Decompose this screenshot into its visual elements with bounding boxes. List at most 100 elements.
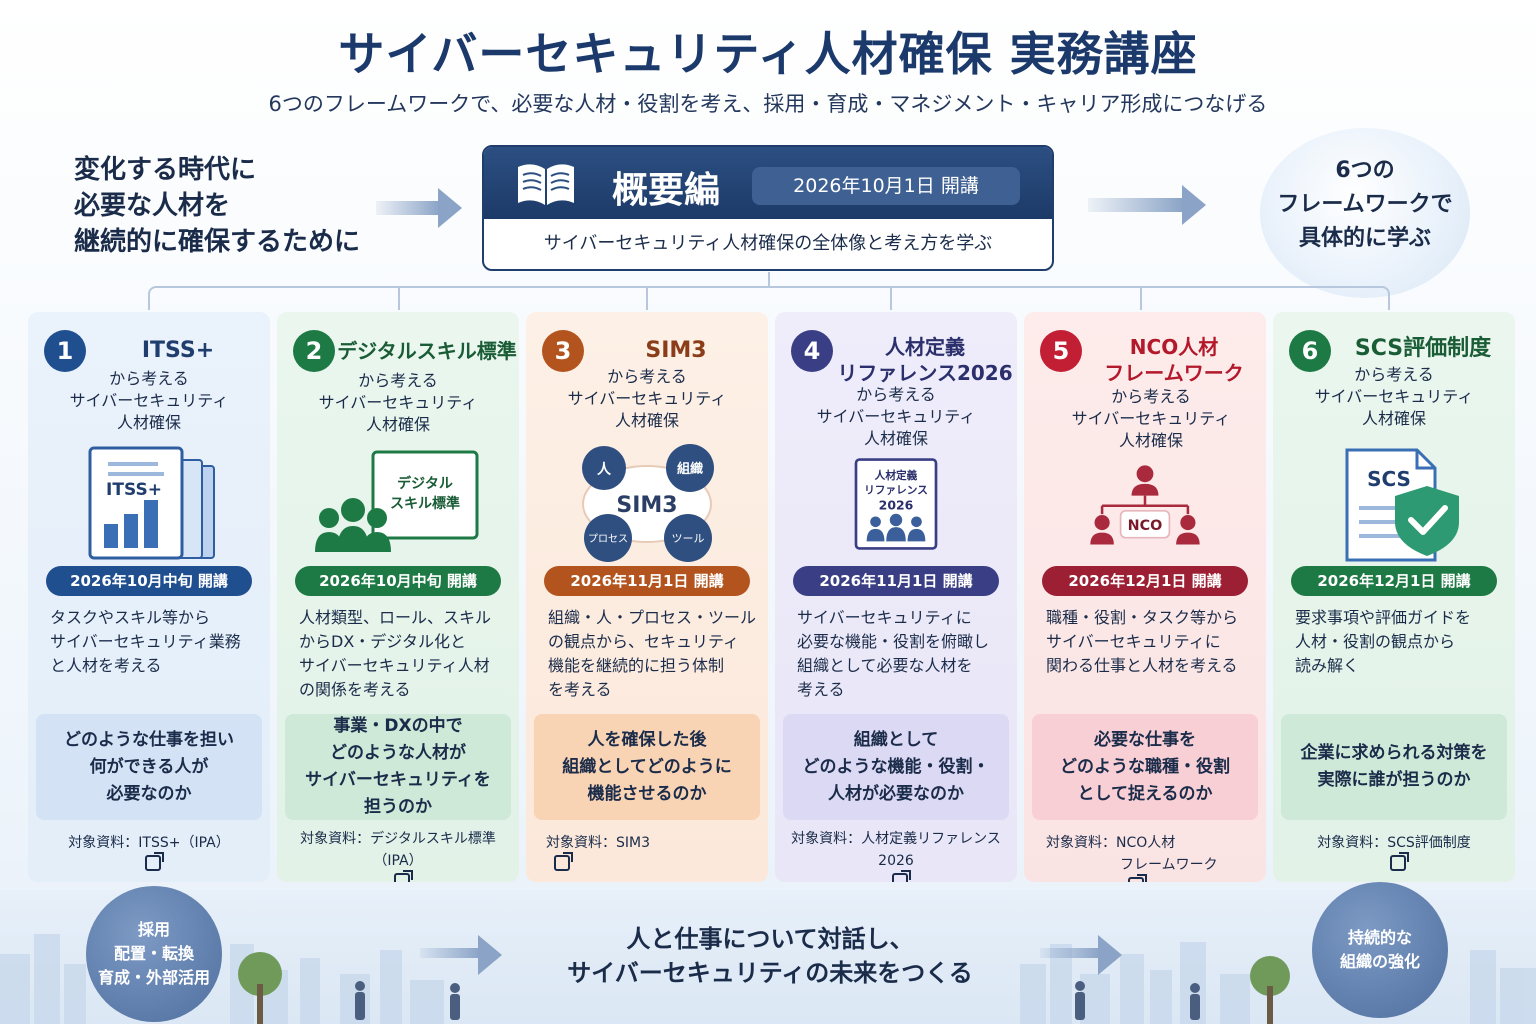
course-card-itss[interactable]: 1 ITSS+ から考える サイバーセキュリティ 人材確保 ITSS+ 2026… [28,312,270,882]
description-line: 要求事項や評価ガイドを [1295,608,1472,627]
external-link-icon[interactable] [892,870,911,882]
question-line: サイバーセキュリティを [305,770,491,790]
key-question: 事業・DXの中で どのような人材が サイバーセキュリティを 担うのか [285,714,511,820]
illustration-label: ツール [672,532,705,545]
connector-stem [768,272,770,288]
arrow-right-icon [1040,935,1122,975]
description-line: の観点から、セキュリティ [548,632,740,651]
connector-tick [398,286,400,310]
card-subtitle: から考える サイバーセキュリティ 人材確保 [775,384,1017,450]
card-title-line: 人材定義 [885,335,965,359]
key-question: 人を確保した後 組織としてどのように 機能させるのか [534,714,760,820]
description-line: からDX・デジタル化と [299,632,466,651]
circle-line: 配置・転換 [113,944,194,963]
sim3-diagram-icon: SIM3 人 組織 プロセス ツール [582,444,714,562]
external-link-icon[interactable] [1128,874,1147,882]
page-title: サイバーセキュリティ人材確保 実務講座 [338,27,1198,81]
connector-tick [1140,286,1142,310]
overview-box[interactable]: 概要編 2026年10月1日 開講 サイバーセキュリティ人材確保の全体像と考え方… [482,145,1054,271]
card-subtitle-line: から考える [856,385,936,404]
description-line: タスクやスキル等から [50,608,211,627]
illustration-label: リファレンス [864,483,928,496]
arrow-right-icon [420,935,502,975]
card-subtitle: から考える サイバーセキュリティ 人材確保 [526,366,768,432]
card-subtitle-line: 人材確保 [1118,431,1183,450]
source-link[interactable]: 対象資料：ITSS+（IPA） [28,832,270,876]
card-subtitle-line: から考える [109,369,189,388]
question-line: 必要な仕事を [1094,729,1196,750]
circle-line: 持続的な [1347,928,1412,947]
card-subtitle-line: サイバーセキュリティ [816,407,976,426]
lead-line: 継続的に確保するために [74,227,361,257]
description-line: 必要な機能・役割を俯瞰し [797,632,990,651]
reference-book-icon: 人材定義 リファレンス 2026 [854,458,938,550]
card-number: 4 [791,330,833,372]
description-line: サイバーセキュリティに [1046,632,1221,651]
question-line: どのような人材が [330,743,466,763]
description-line: サイバーセキュリティ業務 [50,632,241,651]
team-document-icon: デジタル スキル標準 [315,450,479,552]
card-subtitle-line: サイバーセキュリティ [567,389,727,408]
illustration-label: 人材定義 [875,469,918,482]
key-question: 企業に求められる対策を 実際に誰が担うのか [1281,714,1507,820]
source-link[interactable]: 対象資料：SCS評価制度 [1273,832,1515,876]
card-description: タスクやスキル等から サイバーセキュリティ業務 と人材を考える [50,606,260,678]
card-number: 2 [293,330,335,372]
source-link[interactable]: 対象資料：人材定義リファレンス 2026 [775,828,1017,882]
source-link[interactable]: 対象資料：SIM3 [526,832,768,876]
question-line: 実際に誰が担うのか [1317,770,1471,790]
external-link-icon[interactable] [554,852,573,871]
external-link-icon[interactable] [1390,852,1409,871]
source-link[interactable]: 対象資料：デジタルスキル標準 （IPA） [277,828,519,882]
overview-header: 概要編 2026年10月1日 開講 [484,147,1052,219]
card-number: 5 [1040,330,1082,372]
circle-line: 採用 [137,920,170,939]
description-line: 機能を継続的に担う体制 [548,656,725,675]
card-description: 組織・人・プロセス・ツール の観点から、セキュリティ 機能を継続的に担う体制 を… [548,606,758,702]
illustration-label: デジタル [397,475,453,492]
card-subtitle-line: サイバーセキュリティ [1314,387,1474,406]
course-card-scs[interactable]: 6 SCS評価制度 から考える サイバーセキュリティ 人材確保 SCS 2026… [1273,312,1515,882]
connector-tick [646,286,648,310]
course-card-sim3[interactable]: 3 SIM3 から考える サイバーセキュリティ 人材確保 SIM3 人 組織 プ… [526,312,768,882]
description-line: 職種・役割・タスク等から [1046,608,1239,627]
card-subtitle-line: 人材確保 [116,413,181,432]
question-line: どのような機能・役割・ [802,756,990,777]
circle-line: 組織の強化 [1339,952,1420,971]
card-subtitle-line: 人材確保 [863,429,928,448]
bubble-line: 6つの [1335,158,1395,183]
card-subtitle-line: 人材確保 [1361,409,1426,428]
lead-line: 必要な人材を [74,191,231,221]
illustration-label: SIM3 [616,493,677,518]
card-subtitle-line: から考える [358,371,438,390]
card-title: SCS評価制度 [1354,336,1492,361]
description-line: 読み解く [1295,656,1360,675]
illustration-label: プロセス [588,533,628,545]
org-chart-icon: NCO [1090,465,1200,545]
source-text: 対象資料：SCS評価制度 [1317,835,1471,851]
card-subtitle: から考える サイバーセキュリティ 人材確保 [277,370,519,436]
external-link-icon[interactable] [394,870,413,882]
card-title: 人材定義 リファレンス2026 [835,334,1015,386]
external-link-icon[interactable] [145,852,164,871]
book-icon [518,164,574,205]
bubble-line: フレームワークで [1277,192,1453,217]
start-date-badge: 2026年12月1日 開講 [1042,566,1248,596]
course-card-digital-skill[interactable]: 2 デジタルスキル標準 から考える サイバーセキュリティ 人材確保 デジタル ス… [277,312,519,882]
question-line: 担うのか [364,797,432,817]
card-description: 職種・役割・タスク等から サイバーセキュリティに 関わる仕事と人材を考える [1046,606,1256,678]
overview-title: 概要編 [612,170,721,211]
card-subtitle-line: 人材確保 [365,415,430,434]
arrow-right-icon [376,188,462,228]
description-line: 人材・役割の観点から [1295,632,1456,651]
source-text: 対象資料：NCO人材 [1046,835,1176,851]
course-card-reference-2026[interactable]: 4 人材定義 リファレンス2026 から考える サイバーセキュリティ 人材確保 … [775,312,1017,882]
illustration-label: NCO [1128,518,1163,534]
illustration-label: ITSS+ [106,480,162,500]
bubble-line: 具体的に学ぶ [1298,226,1431,251]
footer-band [0,890,1536,1024]
card-subtitle-line: 人材確保 [614,411,679,430]
course-card-nco[interactable]: 5 NCO人材 フレームワーク から考える サイバーセキュリティ 人材確保 NC… [1024,312,1266,882]
card-subtitle-line: から考える [1354,365,1434,384]
source-link[interactable]: 対象資料：NCO人材 フレームワーク [1024,832,1266,882]
